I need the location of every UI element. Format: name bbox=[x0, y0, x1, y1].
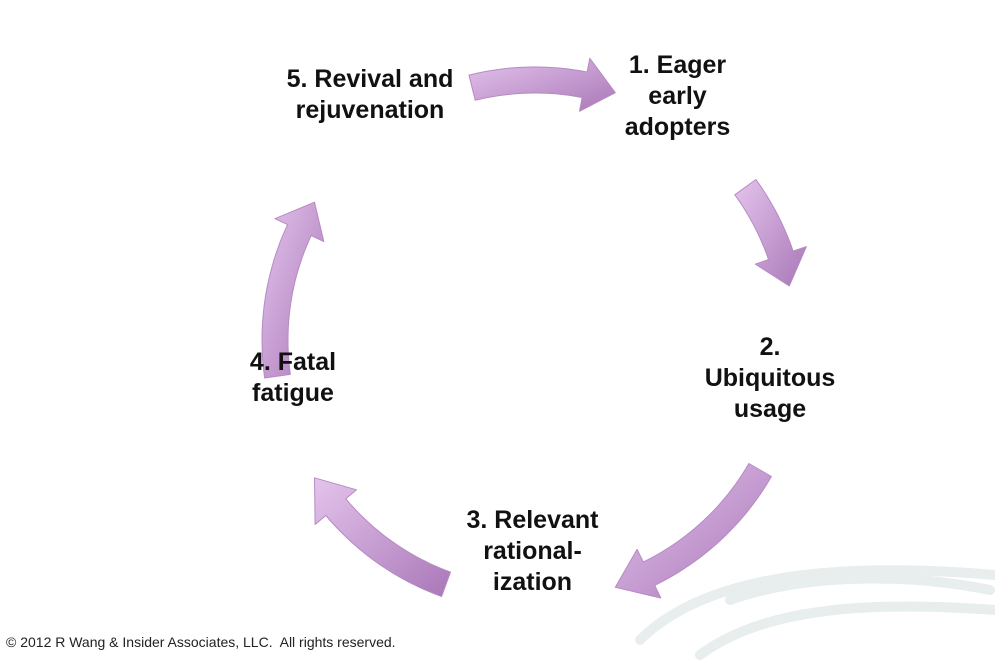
copyright-footer: © 2012 R Wang & Insider Associates, LLC.… bbox=[6, 634, 396, 650]
step-label-5: 5. Revival and rejuvenation bbox=[286, 65, 454, 124]
curved-arrow-icon bbox=[468, 57, 616, 112]
swoosh-logo-icon bbox=[635, 565, 995, 660]
cycle-arrows bbox=[261, 57, 807, 599]
curved-arrow-icon bbox=[314, 477, 451, 597]
curved-arrow-icon bbox=[261, 201, 325, 379]
step-label-1: 1. Eager early adopters bbox=[624, 51, 731, 141]
step-label-2: 2. Ubiquitous usage bbox=[704, 333, 836, 423]
step-label-4: 4. Fatal fatigue bbox=[249, 348, 337, 407]
curved-arrow-icon bbox=[734, 179, 807, 287]
step-label-3: 3. Relevant rational- ization bbox=[466, 506, 599, 596]
curved-arrow-icon bbox=[614, 463, 772, 599]
